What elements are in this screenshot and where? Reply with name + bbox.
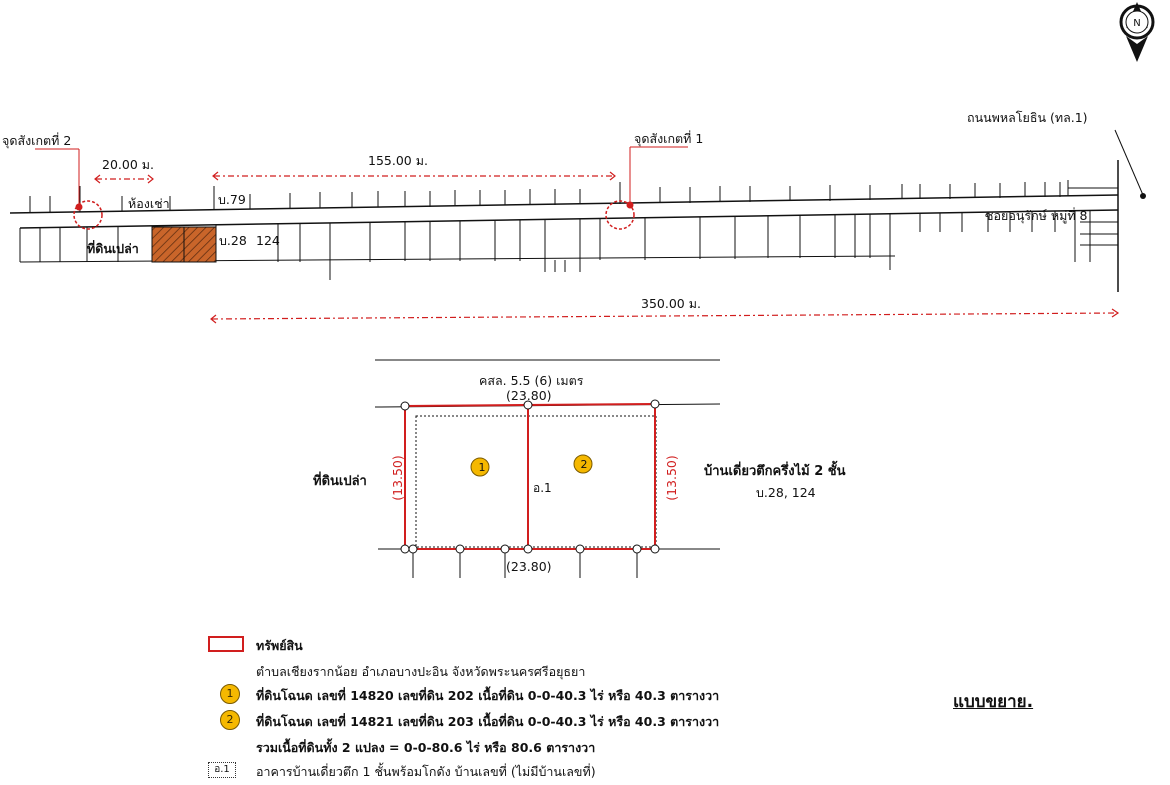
house-79-label: บ.79 — [218, 192, 246, 207]
rental-room-label: ห้องเช่า — [128, 196, 170, 211]
detail-plan — [374, 359, 721, 578]
vacant-land-label: ที่ดินเปล่า — [87, 240, 139, 256]
asset-legend-box — [208, 636, 244, 652]
plot-2-number: 2 — [581, 458, 588, 471]
top-dimension: (23.80) — [506, 388, 552, 403]
subject-plot — [151, 226, 217, 263]
upper-lot-lines — [29, 180, 1118, 212]
observation-point-1 — [605, 146, 688, 230]
plot-1-marker — [470, 457, 490, 477]
observation-point-2-label: จุดสังเกตที่ 2 — [2, 132, 71, 149]
drawing-title: แบบขยาย. — [953, 692, 1034, 712]
plot-1-text: ที่ดินโฉนด เลขที่ 14820 เลขที่ดิน 202 เน… — [256, 688, 720, 703]
asset-legend-label: ทรัพย์สิน — [256, 638, 303, 653]
neighbor-house-label: บ้านเดี่ยวตึกครึ่งไม้ 2 ชั้น — [704, 460, 846, 479]
observation-point-1-label: จุดสังเกตที่ 1 — [634, 130, 703, 147]
plot-2-text: ที่ดินโฉนด เลขที่ 14821 เลขที่ดิน 203 เน… — [256, 714, 720, 729]
distance-arrow-350 — [211, 312, 1119, 320]
plot-1-number: 1 — [479, 461, 486, 474]
building-code-label: อ.1 — [533, 481, 552, 495]
soi-name-label: ซอยอนุรักษ์ หมู่ที่ 8 — [985, 207, 1088, 224]
total-area-text: รวมเนื้อที่ดินทั้ง 2 แปลง = 0-0-80.6 ไร่… — [256, 740, 596, 755]
location-text: ตำบลเชียงรากน้อย อำเภอบางปะอิน จังหวัดพร… — [256, 664, 586, 679]
house-124-label: 124 — [256, 233, 280, 248]
road-name-label: ถนนพหลโยธิน (ทล.1) — [967, 110, 1088, 125]
right-dimension: (13.50) — [664, 455, 679, 501]
compass-label: N — [1133, 18, 1140, 29]
plot-2-badge: 2 — [220, 710, 240, 730]
house-28-label: บ.28 — [219, 233, 247, 248]
bottom-dimension: (23.80) — [506, 559, 552, 574]
soi-road — [9, 160, 1119, 292]
detail-vacant-land-label: ที่ดินเปล่า — [313, 471, 367, 489]
neighbor-house-number: บ.28, 124 — [756, 485, 816, 500]
plot-1-badge: 1 — [220, 684, 240, 704]
building-legend-text: อาคารบ้านเดี่ยวตึก 1 ชั้นพร้อมโกดัง บ้าน… — [256, 764, 596, 779]
plot-2-marker — [573, 454, 593, 474]
distance-155-label: 155.00 ม. — [368, 153, 428, 168]
distance-20-label: 20.00 ม. — [102, 157, 154, 172]
distance-350-label: 350.00 ม. — [641, 296, 701, 311]
observation-point-2 — [35, 148, 103, 230]
highway-pointer — [1114, 129, 1146, 199]
road-width-label: คสล. 5.5 (6) เมตร — [479, 373, 584, 388]
building-legend-box: อ.1 — [208, 762, 236, 778]
compass-icon: N — [1119, 2, 1155, 62]
left-dimension: (13.50) — [390, 455, 405, 501]
